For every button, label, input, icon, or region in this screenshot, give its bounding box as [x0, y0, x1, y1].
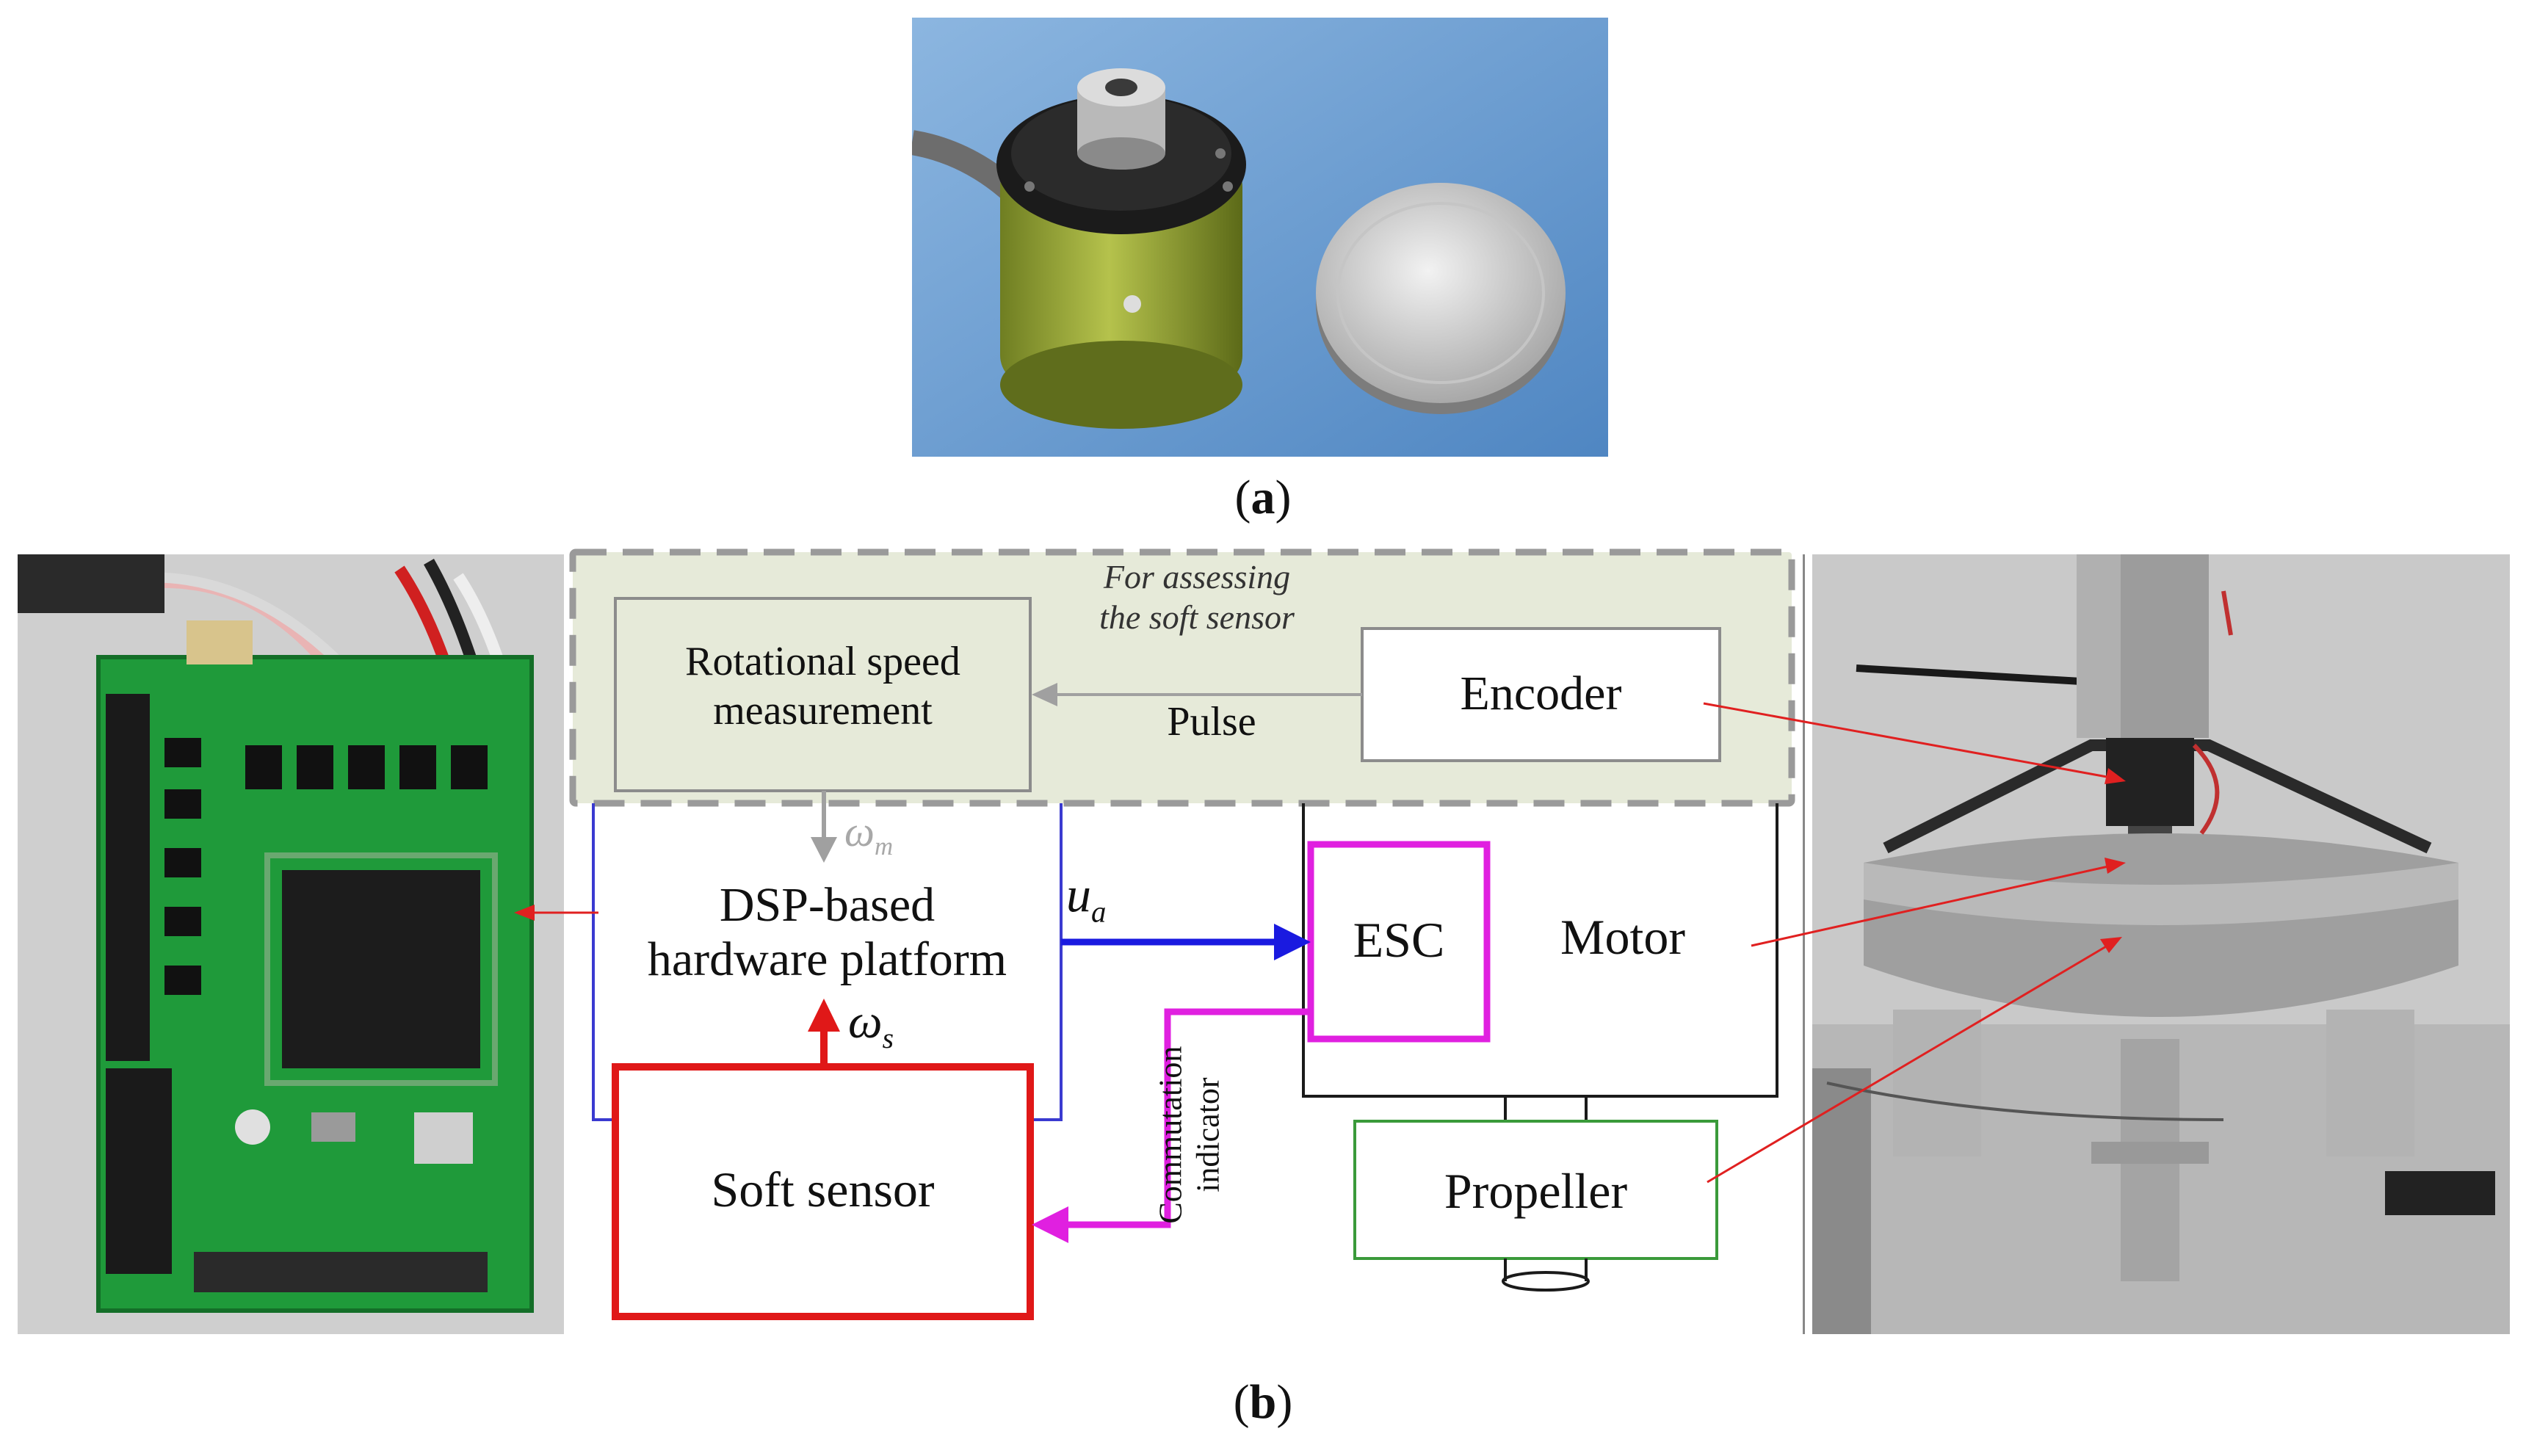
motor-label: Motor [1560, 909, 1685, 965]
esc-label: ESC [1353, 912, 1445, 968]
encoder-box [1361, 627, 1721, 762]
omega-s-arrow [808, 999, 840, 1032]
soft-sensor-box [612, 1063, 1034, 1320]
omega-m-label: ωm [844, 808, 894, 861]
propeller-label: Propeller [1444, 1163, 1628, 1219]
u-a-label: ua [1066, 866, 1107, 929]
separator-line [1803, 554, 1805, 1334]
esc-box [1307, 841, 1491, 1043]
vehicle-photo [1812, 554, 2510, 1334]
leader-motor [1751, 863, 2116, 947]
rotational-speed-label: Rotational speed measurement [685, 639, 960, 734]
leader-encoder [1703, 702, 2116, 780]
motor-box [1302, 803, 1778, 1098]
dsp-board-photo [18, 554, 564, 1334]
omega-m-arrow [811, 837, 837, 863]
encoder-label: Encoder [1460, 667, 1622, 720]
dsp-label: DSP-based hardware platform [647, 878, 1007, 986]
panel-a-label: (a) [1234, 471, 1292, 524]
pulse-label: Pulse [1167, 699, 1256, 745]
commutation-label: Commutation indicator [1152, 1046, 1226, 1224]
propeller-box [1353, 1120, 1718, 1260]
assessing-note: For assessing the soft sensor [1099, 558, 1295, 637]
soft-sensor-label: Soft sensor [711, 1162, 935, 1217]
commutation-arrow [1065, 1008, 1311, 1228]
leader-propeller [1707, 942, 2112, 1184]
encoder-photo [912, 18, 1608, 457]
omega-s-label: ωs [848, 995, 894, 1054]
panel-b-label: (b) [1233, 1375, 1293, 1429]
